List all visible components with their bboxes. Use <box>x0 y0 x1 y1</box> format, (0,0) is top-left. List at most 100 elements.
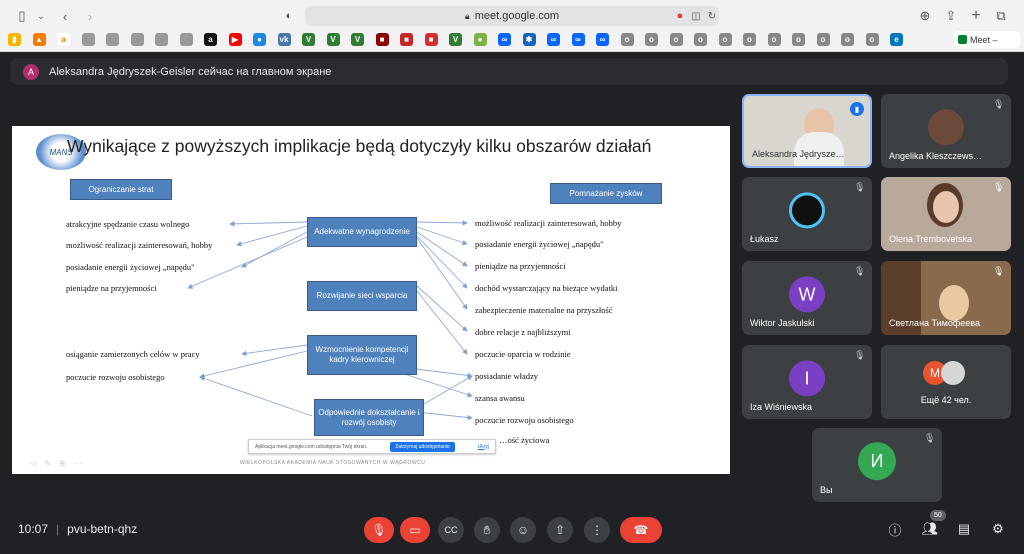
zoom-icon[interactable]: ⊕ <box>58 459 66 468</box>
info-icon[interactable]: ⓘ <box>888 522 902 538</box>
camera-off-button[interactable]: ▭ <box>400 517 430 543</box>
slide-left-item: atrakcyjne spędzanie czasu wolnego <box>66 219 190 229</box>
favorite-icon[interactable]: ▮ <box>8 33 21 46</box>
leave-call-button[interactable]: ☎︎ <box>620 517 662 543</box>
favorite-icon[interactable]: V <box>326 33 340 46</box>
participant-tile[interactable]: 🎙︎ Светлана Тимофеева <box>881 261 1011 335</box>
favorite-icon[interactable]: o <box>743 33 756 46</box>
more-options-button[interactable]: ⋮ <box>584 517 610 543</box>
bookshelf <box>881 261 921 335</box>
chat-icon[interactable]: ▤ <box>957 521 971 536</box>
reactions-button[interactable]: ☺ <box>510 517 536 543</box>
favorite-icon[interactable]: V <box>449 33 462 46</box>
favorite-icon[interactable]: vk <box>277 33 291 46</box>
favorite-icon[interactable]: o <box>620 33 634 46</box>
favorite-icon[interactable]: o <box>718 33 732 46</box>
participant-tile[interactable]: I 🎙︎ Iza Wiśniewska <box>742 345 872 419</box>
favorite-icon[interactable]: ■ <box>400 33 413 46</box>
slide-left-item: poczucie rozwoju osobistego <box>66 372 165 382</box>
center-box: Adekwatne wynagrodzenie <box>307 217 417 247</box>
favorite-icon[interactable]: ■ <box>424 33 438 46</box>
favorite-icon[interactable] <box>106 33 119 46</box>
separator: | <box>56 522 60 536</box>
raise-hand-button[interactable]: ✋︎ <box>474 517 500 543</box>
favorite-icon[interactable]: V <box>302 33 315 46</box>
favorite-icon[interactable]: ∞ <box>498 33 511 46</box>
tab-overview-icon[interactable]: ⧉ <box>996 8 1006 23</box>
muted-mic-icon: 🎙︎ <box>854 350 866 360</box>
avatar: W <box>789 276 825 313</box>
present-button[interactable]: ⇧ <box>547 517 573 543</box>
banner-text: Aleksandra Jędryszek-Geisler сейчас на г… <box>49 65 332 78</box>
center-box: Odpowiednie dokształcanie i rozwój osobi… <box>314 399 424 436</box>
favorite-icon[interactable]: o <box>645 33 658 46</box>
favorite-icon[interactable]: o <box>792 33 805 46</box>
sidebar-toggle-icon[interactable]: ▯ <box>18 8 26 23</box>
hide-link[interactable]: Ukryj <box>477 443 489 450</box>
favorite-icon[interactable] <box>81 33 95 46</box>
captions-button[interactable]: CC <box>438 517 464 543</box>
favorite-icon[interactable]: o <box>841 33 854 46</box>
favorite-icon[interactable]: e <box>890 33 903 46</box>
participant-tile[interactable]: 🎙︎ Angelika Kleszczews… <box>881 94 1011 168</box>
reload-icon[interactable]: ↻ <box>707 10 717 22</box>
slide-footer: WIELKOPOLSKA AKADEMIA NAUK STOSOWANYCH W… <box>240 460 426 466</box>
favorite-icon[interactable]: o <box>816 33 830 46</box>
muted-mic-icon: 🎙︎ <box>993 266 1005 276</box>
participant-tile[interactable]: 🎙︎ Łukasz <box>742 177 872 251</box>
tab-meet[interactable]: Meet – <box>954 31 1020 48</box>
avatar: И <box>858 442 896 481</box>
favorite-icon[interactable]: a <box>57 33 70 46</box>
favorite-icon[interactable]: o <box>669 33 683 46</box>
favorite-icon[interactable]: o <box>767 33 781 46</box>
tab-label: Meet – <box>970 34 998 45</box>
slide-right-item: poczucie oparcia w rodzinie <box>475 349 571 359</box>
camera-icon[interactable]: ◫ <box>691 10 701 22</box>
people-icon[interactable]: 👥︎ <box>921 521 939 536</box>
more-participants-tile[interactable]: M Ещё 42 чел. <box>881 345 1011 419</box>
stop-sharing-button[interactable]: Zatrzymaj udostępnianie <box>390 441 455 452</box>
favorite-icon[interactable]: ▲ <box>32 33 46 46</box>
slide-left-item: osiąganie zamierzonych celów w pracy <box>66 349 200 359</box>
forward-icon[interactable]: › <box>87 8 93 24</box>
captions-icon: CC <box>444 525 458 535</box>
favorite-icon[interactable]: o <box>694 33 707 46</box>
favorite-icon[interactable]: ● <box>473 33 487 46</box>
privacy-icon[interactable]: ◐ <box>285 10 293 22</box>
participant-tile[interactable]: ▮ Aleksandra Jędrysze… <box>742 94 872 168</box>
favorite-icon[interactable]: o <box>865 33 879 46</box>
share-icon[interactable]: ⇪ <box>945 8 957 23</box>
favorite-icon[interactable]: ▶ <box>228 33 242 46</box>
favorite-icon[interactable] <box>130 33 144 46</box>
back-icon[interactable]: ‹ <box>62 8 68 24</box>
participant-tile[interactable]: 🎙︎ Olena Trembovetska <box>881 177 1011 251</box>
favorite-icon[interactable] <box>179 33 193 46</box>
participant-name: Светлана Тимофеева <box>889 318 980 328</box>
download-icon[interactable]: ⊕ <box>919 8 931 23</box>
nav-back-icon[interactable]: ◁ <box>30 459 37 468</box>
chevron-down-icon[interactable]: ⌄ <box>37 10 45 21</box>
slide-right-item: możliwość realizacji zainteresowań, hobb… <box>475 218 622 228</box>
new-tab-icon[interactable]: + <box>971 7 981 24</box>
mic-off-button[interactable]: 🎙︎ <box>364 517 394 543</box>
favorite-icon[interactable]: a <box>204 33 217 46</box>
participant-tile[interactable]: W 🎙︎ Wiktor Jaskulski <box>742 261 872 335</box>
favorite-icon[interactable] <box>155 33 168 46</box>
address-bar[interactable]: 🔒︎ meet.google.com <box>305 6 719 26</box>
pen-icon[interactable]: ✎ <box>44 459 51 468</box>
favorite-icon[interactable]: V <box>351 33 364 46</box>
more-icon[interactable]: ⋯ <box>73 459 82 468</box>
favorite-icon[interactable]: ● <box>253 33 266 46</box>
activities-icon[interactable]: ⚙︎ <box>992 521 1004 536</box>
favorite-icon[interactable]: ∞ <box>547 33 560 46</box>
slide-left-item: pieniądze na przyjemności <box>66 283 157 293</box>
favorite-icon[interactable]: ∞ <box>596 33 609 46</box>
favorite-icon[interactable]: ∞ <box>571 33 585 46</box>
slide-toolbar[interactable]: ◁ ✎ ⊕ ⋯ <box>30 459 82 468</box>
mic-active-icon[interactable]: ● <box>676 10 684 22</box>
self-tile[interactable]: И 🎙︎ Вы <box>812 428 942 502</box>
favorite-icon[interactable]: ✱ <box>522 33 536 46</box>
favorite-icon[interactable]: ■ <box>375 33 389 46</box>
slide-right-item: dochód wystarczający na bieżące wydatki <box>475 283 618 293</box>
participant-photo <box>928 109 964 146</box>
